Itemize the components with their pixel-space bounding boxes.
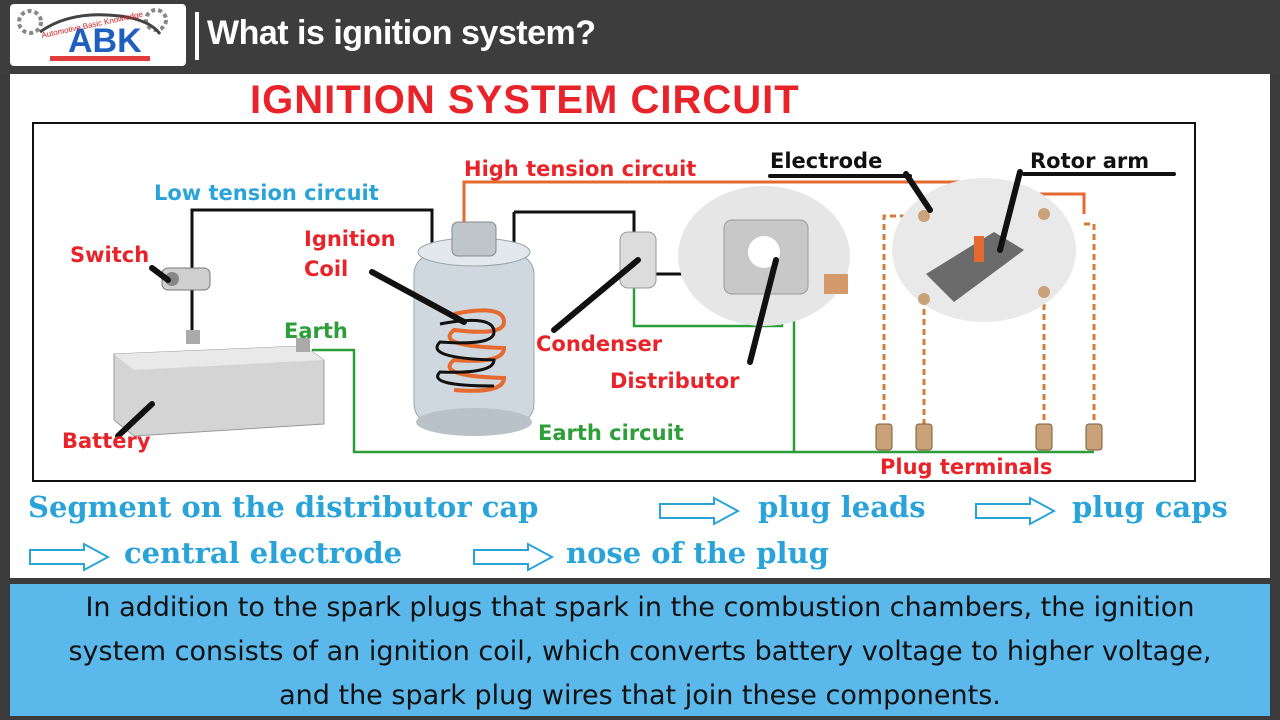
label-plug-terminals: Plug terminals — [880, 455, 1052, 479]
electrode-pointer — [903, 171, 933, 213]
label-electrode: Electrode — [770, 149, 882, 173]
label-low-tension-circuit: Low tension circuit — [154, 181, 379, 205]
sequence-step-4: central electrode — [124, 536, 403, 570]
header-bar: ABK Automotive Basic Knowledge What is i… — [0, 0, 1280, 74]
logo-letters: ABK — [68, 22, 142, 60]
switch-graphic — [161, 267, 211, 291]
caption-text: In addition to the spark plugs that spar… — [68, 592, 1212, 711]
channel-logo: ABK Automotive Basic Knowledge — [10, 4, 186, 66]
slide-content: IGNITION SYSTEM CIRCUIT — [10, 74, 1270, 578]
label-distributor: Distributor — [610, 369, 740, 393]
ignition-coil-graphic — [413, 221, 535, 436]
plug-terminal-4 — [1085, 423, 1103, 451]
caption-box: In addition to the spark plugs that spar… — [10, 584, 1270, 716]
label-switch: Switch — [70, 243, 149, 267]
label-earth-circuit: Earth circuit — [538, 421, 684, 445]
rotor-arm-pointer — [997, 169, 1023, 253]
sequence-step-3: plug caps — [1072, 490, 1228, 524]
label-ignition-coil-1: Ignition — [304, 227, 396, 251]
battery-pointer — [115, 401, 155, 439]
label-ignition-coil-2: Coil — [304, 257, 348, 281]
distributor-graphic — [678, 186, 850, 326]
coil-pointer — [369, 269, 467, 325]
title-divider — [195, 12, 199, 60]
sequence-step-1: Segment on the distributor cap — [28, 490, 539, 524]
arrow-right-icon — [975, 496, 1057, 526]
sequence-step-2: plug leads — [758, 490, 926, 524]
plug-terminal-3 — [1035, 423, 1053, 451]
page-title: What is ignition system? — [207, 14, 596, 52]
ignition-circuit-diagram: Low tension circuit High tension circuit… — [32, 122, 1196, 482]
distributor-pointer — [747, 257, 779, 365]
switch-pointer — [149, 265, 171, 283]
arrow-right-icon — [29, 542, 111, 572]
label-condenser: Condenser — [536, 332, 663, 356]
plug-terminal-1 — [875, 423, 893, 451]
plug-lead-4 — [1084, 222, 1096, 424]
arrow-right-icon — [659, 496, 741, 526]
sequence-step-5: nose of the plug — [566, 536, 829, 570]
earth-circuit-wire — [312, 314, 796, 454]
label-high-tension-circuit: High tension circuit — [464, 157, 696, 181]
label-earth: Earth — [284, 319, 348, 343]
gear-logo-icon: ABK Automotive Basic Knowledge — [17, 8, 168, 61]
plug-terminal-2 — [915, 423, 933, 451]
label-rotor-arm: Rotor arm — [1030, 149, 1149, 173]
label-battery: Battery — [62, 429, 151, 453]
arrow-right-icon — [473, 542, 555, 572]
condenser-pointer — [551, 257, 641, 333]
battery-graphic — [113, 330, 325, 437]
diagram-title: IGNITION SYSTEM CIRCUIT — [250, 78, 800, 122]
